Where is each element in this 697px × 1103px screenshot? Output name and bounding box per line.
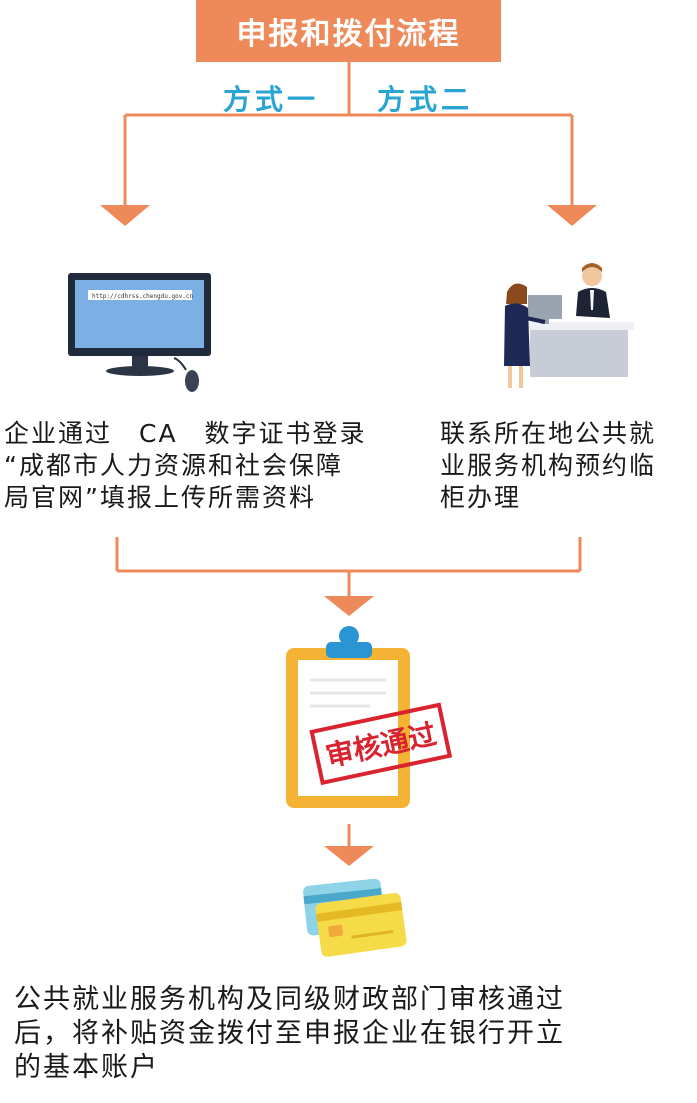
method-one-line: “成都市人力资源和社会保障 xyxy=(4,451,343,480)
mouse-icon xyxy=(173,357,199,392)
merge-connectors xyxy=(115,537,582,596)
method-two-description: 联系所在地公共就 业服务机构预约临 柜办理 xyxy=(440,418,697,514)
flow-title: 申报和拨付流程 xyxy=(196,0,501,62)
final-step-line: 的基本账户 xyxy=(14,1052,159,1083)
clipboard-icon xyxy=(286,626,410,808)
method-one-label: 方式一 xyxy=(223,83,320,116)
method-one-description: 企业通过 CA 数字证书登录 “成都市人力资源和社会保障 局官网”填报上传所需资… xyxy=(4,418,404,514)
method-two-line: 柜办理 xyxy=(440,483,522,512)
method-two-line: 业服务机构预约临 xyxy=(440,451,657,480)
computer-monitor-icon: http://cdhrss.chengdu.gov.cn xyxy=(68,273,211,376)
method-two-line: 联系所在地公共就 xyxy=(440,419,657,448)
url-text: http://cdhrss.chengdu.gov.cn xyxy=(92,293,194,300)
final-step-line: 公共就业服务机构及同级财政部门审核通过 xyxy=(14,984,565,1015)
final-step-description: 公共就业服务机构及同级财政部门审核通过 后，将补贴资金拨付至申报企业在银行开立 … xyxy=(14,983,694,1085)
arrow-to-clipboard xyxy=(324,596,374,616)
arrow-to-card xyxy=(324,846,374,866)
arrow-left-down xyxy=(100,205,150,226)
service-counter-icon xyxy=(504,263,634,388)
arrow-right-down xyxy=(547,205,597,226)
bank-card-icon xyxy=(303,878,407,957)
method-one-line: 局官网”填报上传所需资料 xyxy=(4,483,316,512)
method-two-label: 方式二 xyxy=(377,83,474,116)
method-one-line: 企业通过 CA 数字证书登录 xyxy=(4,419,367,448)
final-step-line: 后，将补贴资金拨付至申报企业在银行开立 xyxy=(14,1018,565,1049)
top-connectors xyxy=(123,62,574,205)
